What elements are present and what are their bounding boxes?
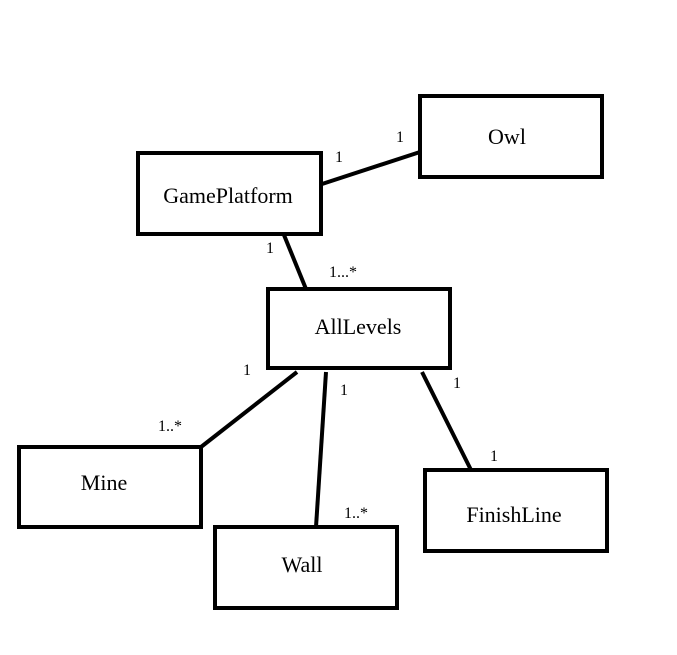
class-wall: Wall bbox=[213, 525, 399, 610]
class-gameplatform-label: GamePlatform bbox=[163, 183, 293, 208]
class-gameplatform: GamePlatform bbox=[136, 151, 323, 236]
class-mine-label: Mine bbox=[81, 470, 127, 495]
multiplicity-gp-owl-gameplatform-end: 1 bbox=[335, 149, 343, 166]
association-alllevels-wall bbox=[314, 371, 328, 528]
multiplicity-gp-al-gameplatform-end: 1 bbox=[266, 240, 274, 257]
class-wall-label: Wall bbox=[282, 552, 323, 577]
class-finishline-label: FinishLine bbox=[466, 502, 561, 527]
multiplicity-gp-owl-owl-end: 1 bbox=[396, 129, 404, 146]
association-alllevels-finishline bbox=[420, 371, 473, 471]
class-alllevels-label: AllLevels bbox=[315, 314, 402, 339]
class-finishline: FinishLine bbox=[423, 468, 609, 553]
multiplicity-al-finish-alllevels-end: 1 bbox=[453, 375, 461, 392]
association-gameplatform-alllevels bbox=[282, 234, 308, 290]
multiplicity-al-mine-mine-end: 1..* bbox=[158, 418, 182, 435]
multiplicity-al-wall-wall-end: 1..* bbox=[344, 505, 368, 522]
class-mine: Mine bbox=[17, 445, 203, 529]
multiplicity-al-mine-alllevels-end: 1 bbox=[243, 362, 251, 379]
multiplicity-al-finish-finishline-end: 1 bbox=[490, 448, 498, 465]
multiplicity-al-wall-alllevels-end: 1 bbox=[340, 382, 348, 399]
class-owl-label: Owl bbox=[488, 124, 526, 149]
class-alllevels: AllLevels bbox=[266, 287, 452, 370]
association-gameplatform-owl bbox=[321, 150, 421, 186]
class-owl: Owl bbox=[418, 94, 604, 179]
multiplicity-gp-al-alllevels-end: 1...* bbox=[329, 264, 357, 281]
association-alllevels-mine bbox=[199, 370, 299, 449]
